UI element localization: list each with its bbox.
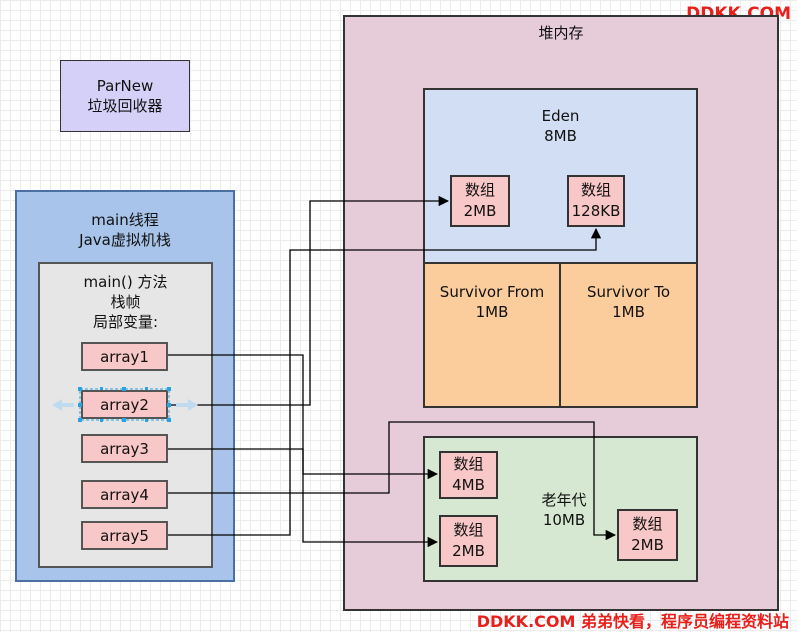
heap-title: 堆内存 xyxy=(538,24,584,42)
old-array-2mb-b-line1: 数组 xyxy=(632,515,663,533)
old-array-4mb[interactable]: 数组 4MB xyxy=(439,451,498,499)
old-array-4mb-line1: 数组 xyxy=(453,455,484,473)
connector-array2-to-eden-2mb xyxy=(168,195,450,406)
eden-array-128kb-line1: 数组 xyxy=(580,181,611,199)
stack-label-line2: Java虚拟机栈 xyxy=(79,231,171,249)
frame-label-line3: 局部变量: xyxy=(92,313,159,331)
old-array-2mb-a-line1: 数组 xyxy=(453,521,484,539)
old-array-2mb-a[interactable]: 数组 2MB xyxy=(439,515,498,567)
var-array2[interactable]: array2 xyxy=(81,390,168,419)
var-array3[interactable]: array3 xyxy=(81,434,168,463)
survivor-from-line1: Survivor From xyxy=(439,283,545,301)
survivor-to-line1: Survivor To xyxy=(586,283,671,301)
connector-array1-to-old-4mb xyxy=(168,354,439,480)
var-array5[interactable]: array5 xyxy=(81,521,168,550)
survivor-to-box[interactable]: Survivor To 1MB xyxy=(559,262,698,408)
frame-label-line1: main() 方法 xyxy=(83,273,168,291)
old-gen-label-line2: 10MB xyxy=(542,511,586,529)
old-array-2mb-b[interactable]: 数组 2MB xyxy=(617,509,678,561)
eden-label-line2: 8MB xyxy=(544,127,577,145)
eden-array-128kb[interactable]: 数组 128KB xyxy=(567,175,625,227)
connector-array3-to-old-2mb-a xyxy=(168,448,439,548)
old-gen-label: 老年代 10MB xyxy=(524,490,604,530)
connector-array4-to-old-2mb-b xyxy=(168,421,617,541)
old-gen-label-line1: 老年代 xyxy=(541,491,587,509)
var-array1[interactable]: array1 xyxy=(81,342,168,371)
stack-frame-box[interactable]: main() 方法 栈帧 局部变量: xyxy=(38,262,213,568)
array2-selection xyxy=(52,387,198,422)
parnew-collector-box[interactable]: ParNew 垃圾回收器 xyxy=(60,60,190,132)
eden-array-128kb-line2: 128KB xyxy=(571,202,621,220)
frame-label-line2: 栈帧 xyxy=(110,293,141,311)
watermark-bottom: DDKK.COM 弟弟快看，程序员编程资料站 xyxy=(476,612,789,631)
parnew-label-line1: ParNew xyxy=(96,77,154,95)
survivor-to-line2: 1MB xyxy=(612,303,645,321)
connector-array5-to-eden-128kb xyxy=(168,227,602,536)
stack-label-line1: main线程 xyxy=(91,211,159,229)
survivor-from-line2: 1MB xyxy=(475,303,509,321)
eden-array-2mb-line1: 数组 xyxy=(464,181,495,199)
eden-array-2mb-line2: 2MB xyxy=(463,202,497,220)
var-array4[interactable]: array4 xyxy=(81,480,168,509)
old-array-4mb-line2: 4MB xyxy=(452,476,485,494)
parnew-label-line2: 垃圾回收器 xyxy=(87,97,163,115)
survivor-from-box[interactable]: Survivor From 1MB xyxy=(423,262,561,408)
old-array-2mb-b-line2: 2MB xyxy=(631,536,664,554)
old-array-2mb-a-line2: 2MB xyxy=(452,542,485,560)
eden-label-line1: Eden xyxy=(541,107,580,125)
eden-array-2mb[interactable]: 数组 2MB xyxy=(450,175,510,227)
